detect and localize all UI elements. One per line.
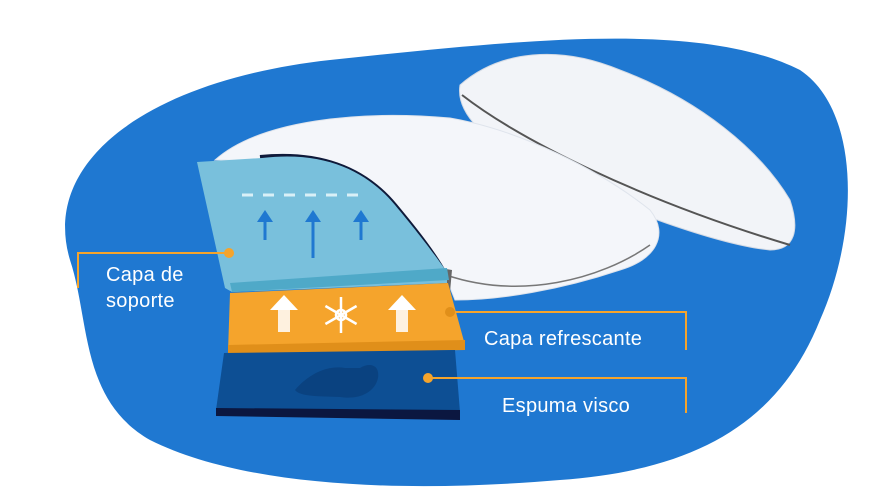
foam-layer <box>216 350 460 420</box>
arrow-up-icon <box>257 210 369 258</box>
label-cooling-layer: Capa refrescante <box>484 328 643 350</box>
label-foam-layer: Espuma visco <box>502 395 631 417</box>
label-line: soporte <box>106 290 175 312</box>
label-line: Capa de <box>106 264 184 286</box>
label-support-layer: Capa de soporte <box>106 262 184 314</box>
support-layer <box>197 156 449 292</box>
connector-lines <box>77 252 687 413</box>
connector-dots <box>224 248 455 383</box>
hand-print-icon <box>295 365 379 398</box>
arrow-up-icon <box>270 295 416 332</box>
snowflake-icon <box>324 297 358 333</box>
cooling-layer <box>228 283 465 354</box>
